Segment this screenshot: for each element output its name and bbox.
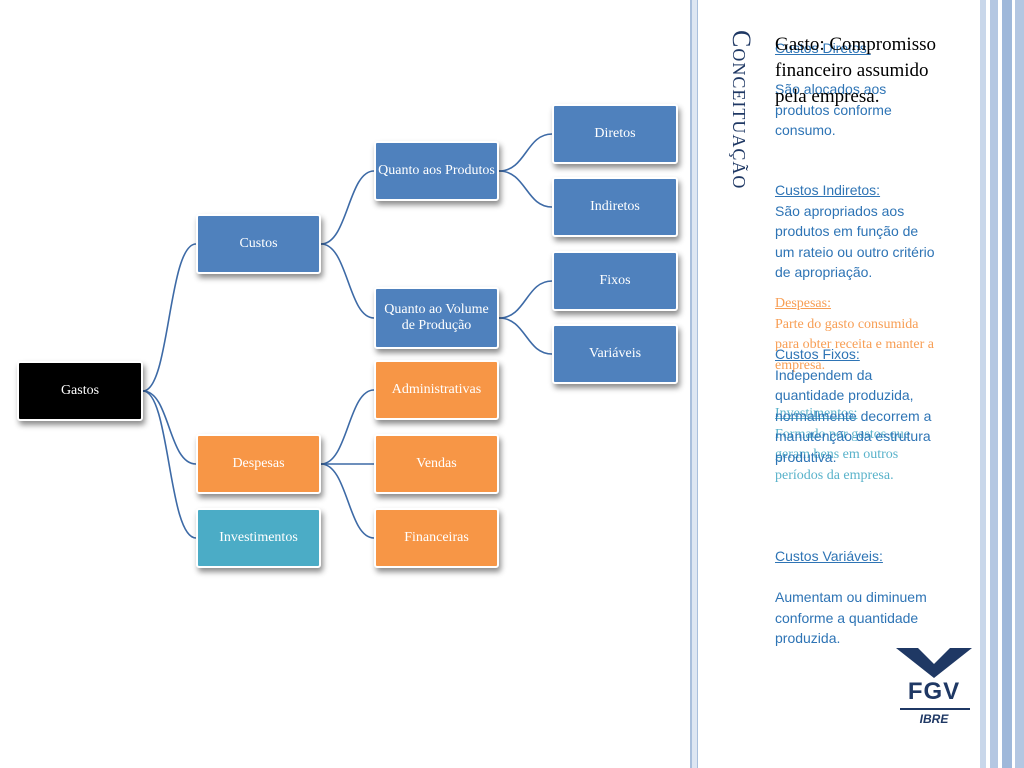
custos-diretos-body: São alocados aos produtos conforme consu… <box>775 81 892 139</box>
custos-variaveis-heading: Custos Variáveis: <box>775 548 883 564</box>
investimentos-note-heading: Investimentos: <box>775 406 858 421</box>
custos-fixos-note: Custos Fixos: Independem da quantidade p… <box>775 344 935 468</box>
edge-stripe-1 <box>980 0 986 768</box>
node-quanto-produtos-label: Quanto aos Produtos <box>378 163 495 178</box>
connector-gastos-despesas <box>142 390 197 465</box>
custos-fixos-heading: Custos Fixos: <box>775 346 860 362</box>
node-indiretos: Indiretos <box>552 177 678 237</box>
node-diretos: Diretos <box>552 104 678 164</box>
node-fixos-label: Fixos <box>599 273 631 288</box>
fgv-logo-rule <box>900 708 970 710</box>
connector-volume-fixos <box>498 280 553 319</box>
node-investimentos-label: Investimentos <box>219 530 298 545</box>
connector-volume-variaveis <box>498 317 553 355</box>
node-administrativas-label: Administrativas <box>391 382 482 397</box>
investimentos-note-body: Formado por gastos que geram bens em out… <box>775 426 910 483</box>
node-investimentos: Investimentos <box>196 508 321 568</box>
investimentos-note: Investimentos: Formado por gastos que ge… <box>775 404 935 486</box>
connector-despesas-administrativas <box>320 389 375 465</box>
section-title-wrap: Conceituação <box>700 30 756 310</box>
despesas-note-body: Parte do gasto consumida para obter rece… <box>775 316 934 373</box>
node-financeiras: Financeiras <box>374 508 499 568</box>
custos-indiretos-heading: Custos Indiretos: <box>775 182 881 198</box>
node-custos: Custos <box>196 214 321 274</box>
node-administrativas: Administrativas <box>374 360 499 420</box>
node-gastos-label: Gastos <box>60 383 100 398</box>
despesas-note-heading: Despesas: <box>775 296 831 311</box>
fgv-logo-subtext: IBRE <box>919 712 949 726</box>
node-quanto-produtos: Quanto aos Produtos <box>374 141 499 201</box>
node-indiretos-label: Indiretos <box>590 199 640 214</box>
edge-stripe-3 <box>990 0 998 768</box>
connector-produtos-diretos <box>498 133 553 172</box>
node-custos-label: Custos <box>239 236 278 251</box>
node-diretos-label: Diretos <box>594 126 636 141</box>
custos-diretos-note: Custos Diretos: São alocados aos produto… <box>775 38 935 141</box>
custos-variaveis-body: Aumentam ou diminuem conforme a quantida… <box>775 589 927 647</box>
node-vendas: Vendas <box>374 434 499 494</box>
edge-stripe-6 <box>1012 0 1015 768</box>
node-vendas-label: Vendas <box>416 456 457 471</box>
connector-produtos-indiretos <box>498 170 553 208</box>
node-quanto-volume: Quanto ao Volume de Produção <box>374 287 499 349</box>
vertical-divider <box>690 0 698 768</box>
connector-despesas-financeiras <box>320 463 375 539</box>
edge-stripe-2 <box>986 0 990 768</box>
despesas-note: Despesas: Parte do gasto consumida para … <box>775 294 935 376</box>
connector-gastos-custos <box>142 243 197 392</box>
node-financeiras-label: Financeiras <box>404 530 469 545</box>
node-despesas-label: Despesas <box>232 456 285 471</box>
tree-connectors <box>142 133 553 539</box>
edge-stripe-5 <box>1002 0 1012 768</box>
custos-fixos-body: Independem da quantidade produzida, norm… <box>775 366 932 465</box>
custos-indiretos-body: São apropriados aos produtos em função d… <box>775 202 935 281</box>
custos-diretos-heading: Custos Diretos: <box>775 40 871 56</box>
fgv-logo-text: FGV <box>907 678 961 705</box>
custos-indiretos-note: Custos Indiretos: São apropriados aos pr… <box>775 180 935 283</box>
connector-custos-volume <box>320 243 375 319</box>
node-fixos: Fixos <box>552 251 678 311</box>
node-variaveis: Variáveis <box>552 324 678 384</box>
edge-stripes <box>980 0 1024 768</box>
fgv-logo-mark <box>896 648 972 678</box>
definitions-panel: Despesas: Parte do gasto consumida para … <box>770 30 980 670</box>
section-title: Conceituação <box>727 30 756 190</box>
edge-stripe-7 <box>1015 0 1024 768</box>
node-variaveis-label: Variáveis <box>588 346 642 361</box>
gasto-definition: Gasto: Compromisso financeiro assumido p… <box>775 34 936 107</box>
node-despesas: Despesas <box>196 434 321 494</box>
node-quanto-volume-label: Quanto ao Volume de Produção <box>384 302 489 333</box>
custos-variaveis-note: Custos Variáveis: Aumentam ou diminuem c… <box>775 546 935 649</box>
connector-gastos-investimentos <box>142 390 197 539</box>
connector-custos-produtos <box>320 170 375 245</box>
fgv-logo: FGV IBRE <box>896 648 976 732</box>
edge-stripe-4 <box>998 0 1002 768</box>
node-gastos: Gastos <box>17 361 143 421</box>
